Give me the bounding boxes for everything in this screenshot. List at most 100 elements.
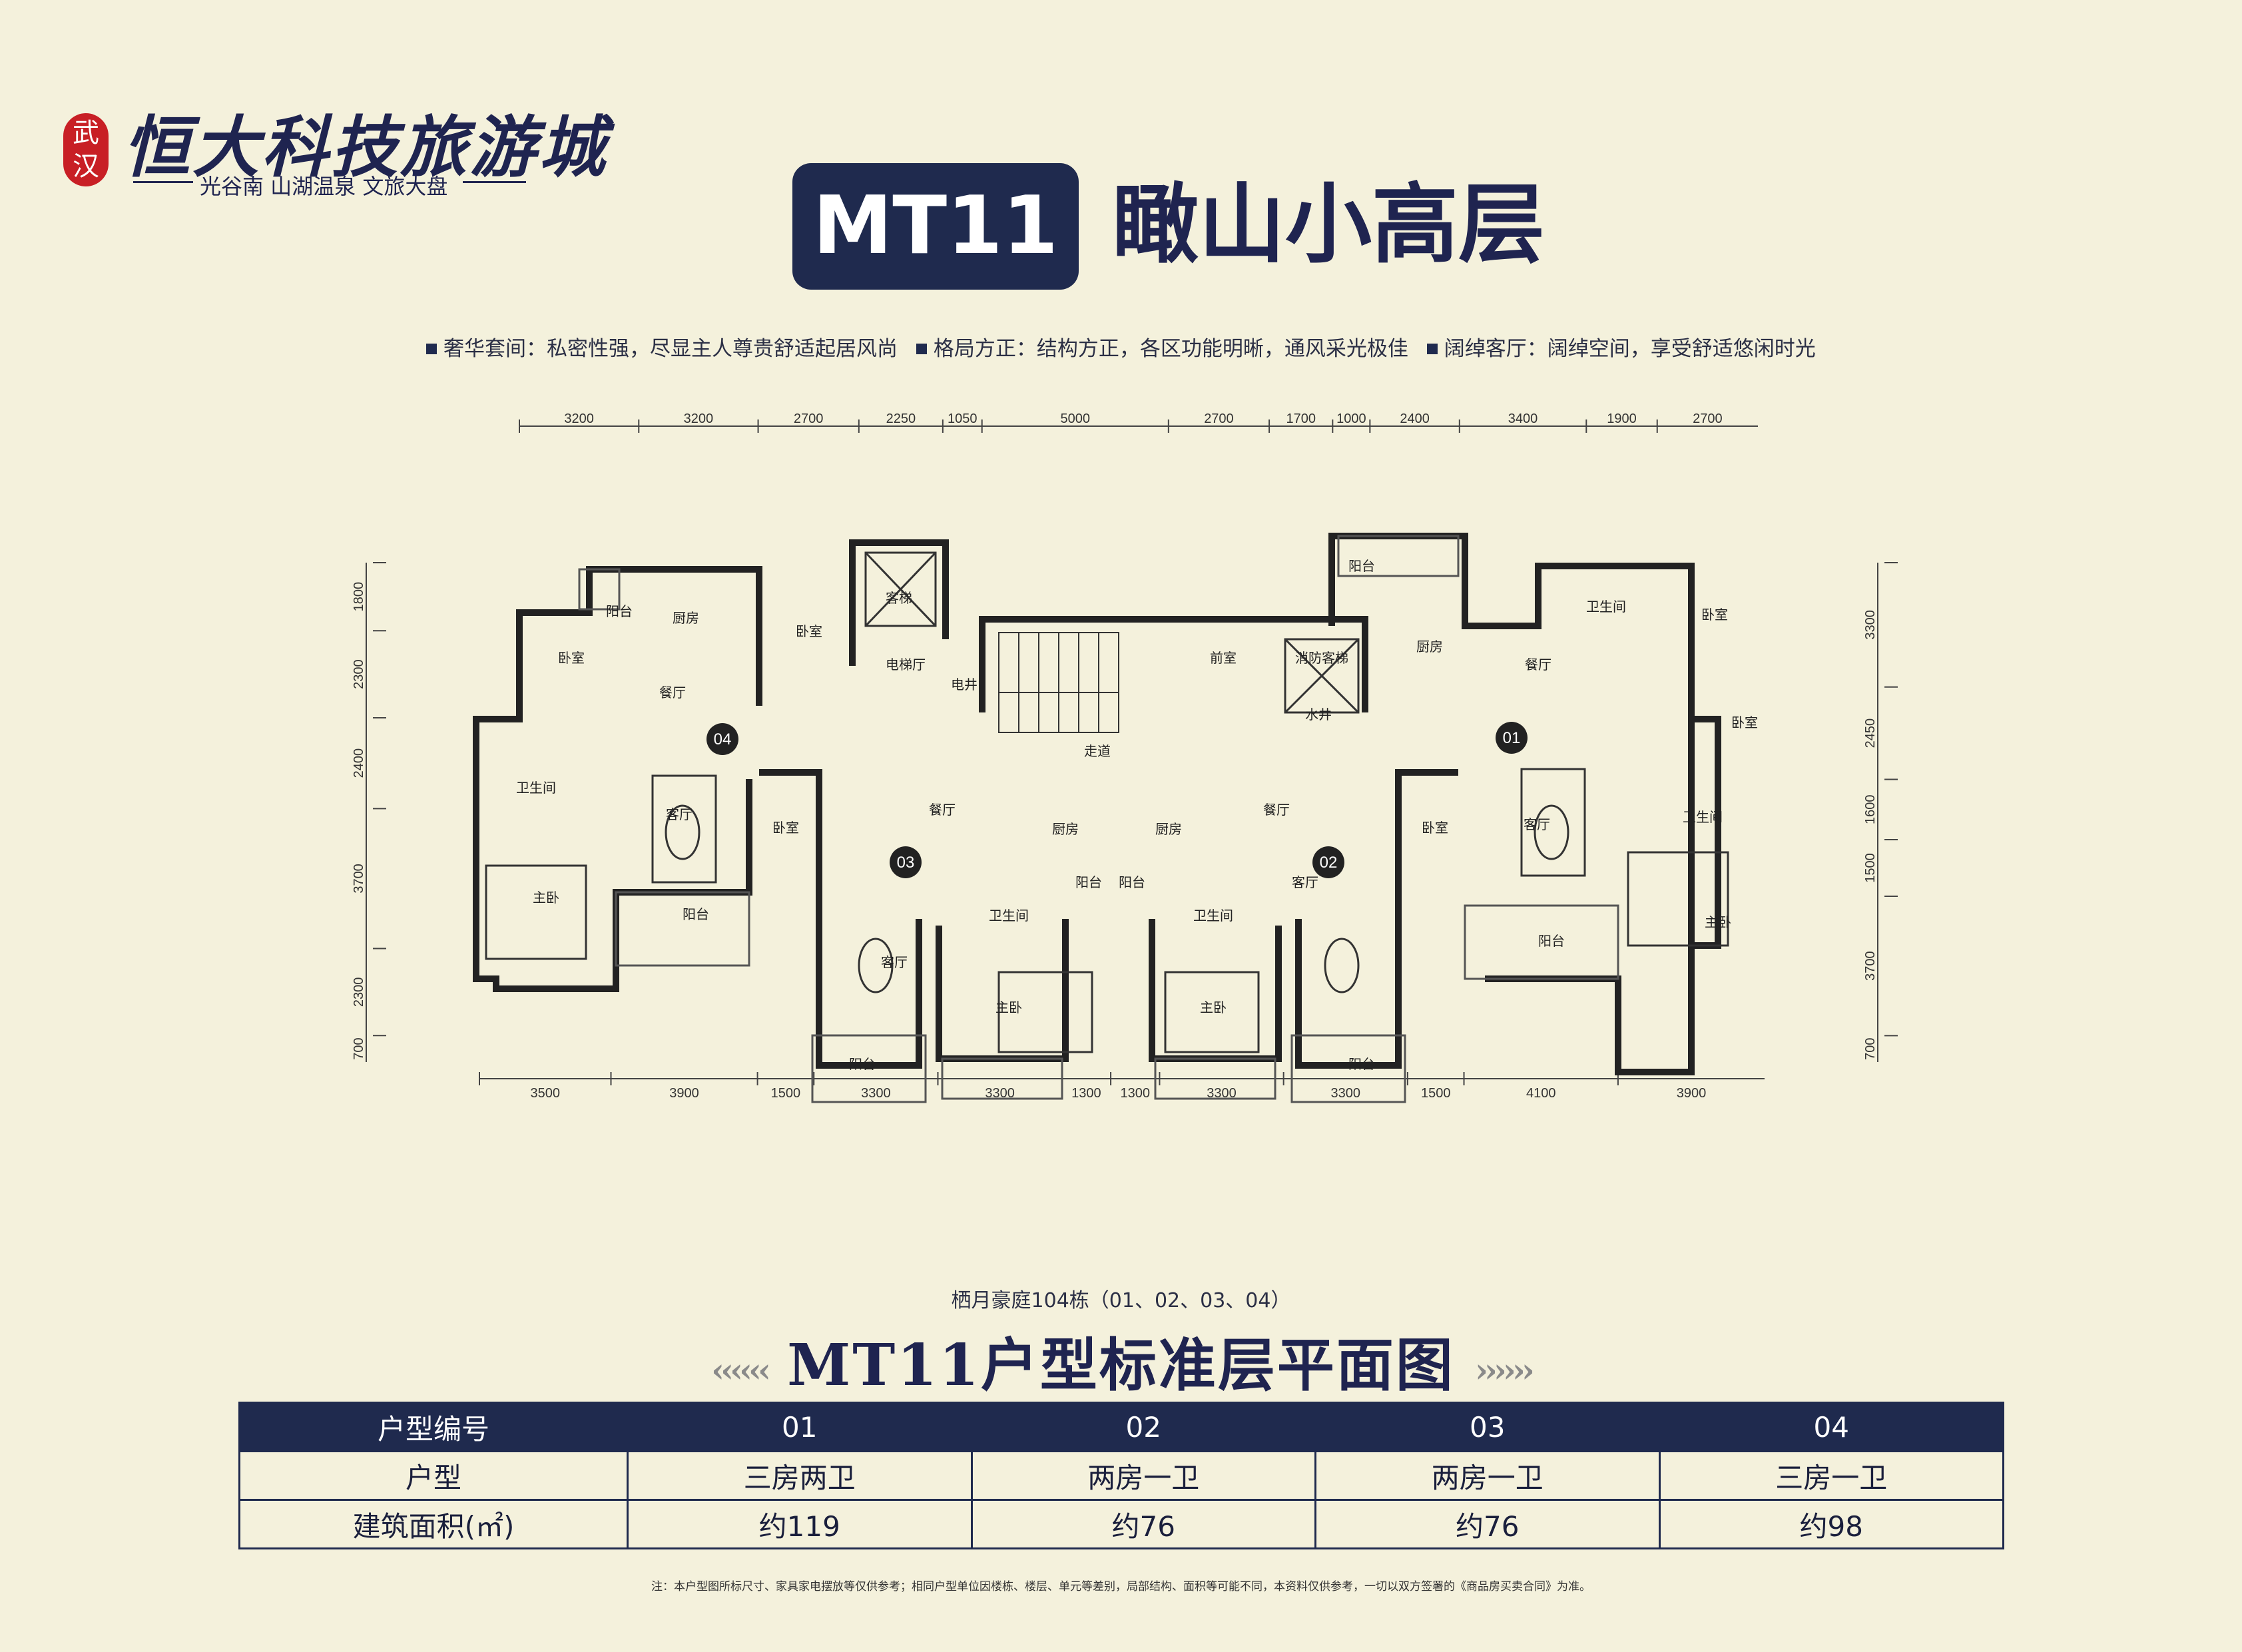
building-caption: 栖月豪庭104栋（01、02、03、04） (951, 1289, 1291, 1312)
table-cell: 约76 (1314, 1499, 1661, 1549)
unit-number-04: 04 (714, 730, 732, 748)
room-label-kitchen: 厨房 (1052, 821, 1079, 837)
plan-title: MT11户型标准层平面图 (787, 1332, 1455, 1399)
room-label-bedroom: 卧室 (1731, 714, 1758, 730)
left-dimension-label: 700 (352, 1037, 366, 1059)
bottom-dimension-label: 1300 (1121, 1086, 1151, 1101)
right-dimension-label: 2450 (1863, 718, 1878, 748)
room-label-dining: 餐厅 (929, 802, 956, 818)
bottom-dimension-label: 3900 (669, 1086, 699, 1101)
room-label-balcony: 阳台 (1348, 558, 1375, 574)
chevrons-left-icon: ‹‹‹‹‹‹ (711, 1350, 771, 1390)
elevator-shafts (864, 551, 1360, 714)
top-dimension-label: 3200 (684, 412, 714, 426)
furniture (485, 768, 1729, 1053)
table-cell: 约119 (627, 1499, 973, 1549)
room-label-bedroom: 卧室 (1701, 607, 1728, 623)
right-dimension-label: 1500 (1863, 853, 1878, 883)
bottom-dimension-label: 3300 (861, 1086, 891, 1101)
room-label-bathroom: 卫生间 (989, 908, 1029, 924)
logo-rule (133, 181, 193, 183)
logo-subtitle: 光谷南 山湖温泉 文旅大盘 (200, 174, 448, 199)
top-dimension-label: 2700 (1204, 412, 1234, 426)
top-dimension-label: 3400 (1508, 412, 1538, 426)
table-header-cell: 04 (1658, 1402, 2004, 1452)
square-bullet-icon (1426, 344, 1438, 354)
left-dimension-label: 2400 (352, 748, 366, 778)
room-label-front-room: 前室 (1210, 650, 1237, 666)
table-row: 户型 三房两卫 两房一卫 两房一卫 三房一卫 (238, 1450, 2004, 1501)
room-label-bathroom: 卫生间 (516, 780, 556, 796)
room-label-elevator: 客梯 (886, 590, 912, 606)
room-label-bedroom: 卧室 (796, 623, 822, 639)
room-label-balcony: 阳台 (849, 1056, 876, 1072)
room-label-balcony: 阳台 (606, 603, 633, 619)
table-cell: 建筑面积(㎡) (238, 1499, 629, 1549)
room-label-shaft: 电井 (951, 677, 978, 692)
unit-number-01: 01 (1503, 729, 1521, 747)
right-dimension-label: 700 (1863, 1038, 1878, 1060)
top-dimension-label: 2250 (886, 412, 916, 426)
room-label-master-bedroom: 主卧 (1705, 914, 1731, 930)
table-cell: 两房一卫 (970, 1450, 1316, 1501)
unit-number-03: 03 (897, 854, 915, 872)
room-label-balcony: 阳台 (1538, 933, 1565, 949)
bottom-dimension-label: 1500 (771, 1086, 801, 1101)
room-label-kitchen: 厨房 (1416, 639, 1443, 655)
room-label-master-bedroom: 主卧 (995, 999, 1022, 1015)
table-header-cell: 03 (1314, 1402, 1661, 1452)
bottom-dimension-label: 3300 (985, 1086, 1015, 1101)
room-label-bedroom: 卧室 (558, 650, 585, 666)
room-label-elevator-hall: 电梯厅 (886, 657, 926, 673)
logo-title: 恒大科技旅游城 (123, 108, 608, 186)
square-bullet-icon (426, 344, 437, 354)
left-dimension-label: 2300 (352, 659, 366, 689)
top-dimension-label: 2400 (1400, 412, 1430, 426)
room-label-fire-elevator: 消防客梯 (1295, 650, 1348, 666)
unit-number-02: 02 (1320, 854, 1338, 872)
room-label-corridor: 走道 (1084, 743, 1111, 759)
table-cell: 三房两卫 (627, 1450, 973, 1501)
table-row: 建筑面积(㎡) 约119 约76 约76 约98 (238, 1499, 2004, 1549)
bottom-dimension-label: 3500 (531, 1086, 561, 1101)
room-label-bathroom: 卫生间 (1193, 908, 1233, 924)
room-label-dining: 餐厅 (1525, 657, 1551, 673)
logo-seal-char: 汉 (73, 151, 99, 182)
unit-badges (706, 722, 1528, 878)
room-label-living: 客厅 (666, 806, 693, 822)
bottom-dimension-label: 1300 (1071, 1086, 1101, 1101)
top-dimension-label: 1700 (1286, 412, 1316, 426)
table-header-cell: 02 (970, 1402, 1316, 1452)
top-dimension-label: 1050 (948, 412, 978, 426)
unit-badge-04 (706, 723, 738, 755)
top-dimension-label: 2700 (1693, 412, 1723, 426)
left-dimension-label: 3700 (352, 864, 366, 894)
room-label-bedroom: 卧室 (1422, 820, 1448, 836)
room-label-balcony: 阳台 (1348, 1056, 1375, 1072)
room-label-water-shaft: 水井 (1305, 706, 1332, 722)
unit-badge-01 (1496, 722, 1528, 754)
top-dimension-label: 5000 (1061, 412, 1091, 426)
table-cell: 两房一卫 (1314, 1450, 1661, 1501)
right-dimension-label: 3300 (1863, 610, 1878, 640)
room-label-balcony: 阳台 (683, 906, 709, 922)
room-label-bedroom: 卧室 (772, 820, 799, 836)
bottom-dimension-label: 3900 (1677, 1086, 1707, 1101)
right-dimension-label: 1600 (1863, 795, 1878, 825)
unit-badge-02 (1312, 846, 1344, 878)
left-dimension-label: 2300 (352, 977, 366, 1007)
feature-item: 格局方正：结构方正，各区功能明晰，通风采光极佳 (916, 337, 1408, 361)
table-cell: 约76 (970, 1499, 1316, 1549)
room-label-master-bedroom: 主卧 (533, 890, 559, 906)
table-header-row: 户型编号 01 02 03 04 (238, 1402, 2004, 1452)
top-dimension-label: 2700 (794, 412, 824, 426)
square-bullet-icon (916, 344, 927, 354)
top-dimension-label: 1900 (1607, 412, 1637, 426)
room-label-dining: 餐厅 (659, 685, 686, 700)
bottom-dimension-label: 4100 (1526, 1086, 1556, 1101)
staircase (998, 632, 1119, 733)
room-label-balcony: 阳台 (1075, 874, 1102, 890)
unit-spec-table: 户型编号 01 02 03 04 户型 三房两卫 两房一卫 两房一卫 三房一卫 … (238, 1402, 2004, 1549)
room-label-bathroom: 卫生间 (1586, 599, 1626, 615)
